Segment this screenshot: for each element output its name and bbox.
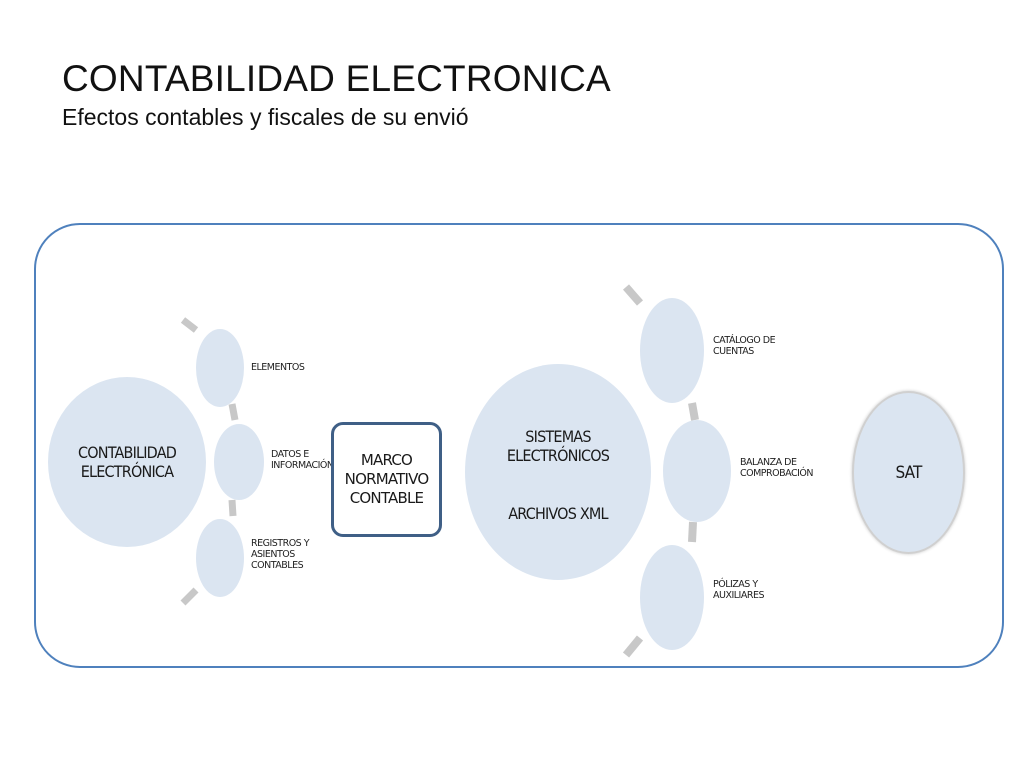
circle-registros-asientos — [196, 519, 244, 597]
page-title: CONTABILIDAD ELECTRONICA — [62, 58, 611, 99]
connector-arc-right-3 — [688, 521, 697, 543]
circle-datos-informacion — [214, 424, 264, 500]
hub-sistemas-line2: ARCHIVOS XML — [508, 503, 608, 523]
connector-arc-left-1 — [180, 317, 199, 333]
label-datos-informacion: DATOS E INFORMACIÓN — [271, 449, 334, 471]
label-registros-asientos: REGISTROS Y ASIENTOS CONTABLES — [251, 538, 310, 571]
hub-sistemas-line1: SISTEMAS ELECTRÓNICOS — [506, 427, 610, 466]
hub-contabilidad-electronica: CONTABILIDAD ELECTRÓNICA — [48, 377, 206, 547]
circle-catalogo-cuentas — [640, 298, 704, 403]
connector-arc-left-4 — [180, 587, 199, 606]
connector-arc-right-4 — [622, 635, 644, 658]
label-catalogo-cuentas: CATÁLOGO DE CUENTAS — [713, 335, 776, 357]
circle-elementos — [196, 329, 244, 407]
label-elementos: ELEMENTOS — [251, 362, 305, 373]
page-subtitle: Efectos contables y fiscales de su envió — [62, 104, 469, 130]
connector-arc-left-2 — [228, 403, 239, 421]
connector-arc-right-1 — [622, 284, 644, 306]
marco-normativo-box: MARCO NORMATIVO CONTABLE — [331, 422, 442, 537]
connector-arc-right-2 — [688, 402, 699, 421]
label-balanza-comprobacion: BALANZA DE COMPROBACIÓN — [740, 457, 813, 479]
sat-node: SAT — [852, 391, 965, 554]
label-polizas-auxiliares: PÓLIZAS Y AUXILIARES — [713, 579, 765, 601]
circle-balanza-comprobacion — [663, 420, 731, 522]
connector-arc-left-3 — [228, 499, 237, 517]
circle-polizas-auxiliares — [640, 545, 704, 650]
hub-sistemas-electronicos: SISTEMAS ELECTRÓNICOS ARCHIVOS XML — [465, 364, 651, 580]
